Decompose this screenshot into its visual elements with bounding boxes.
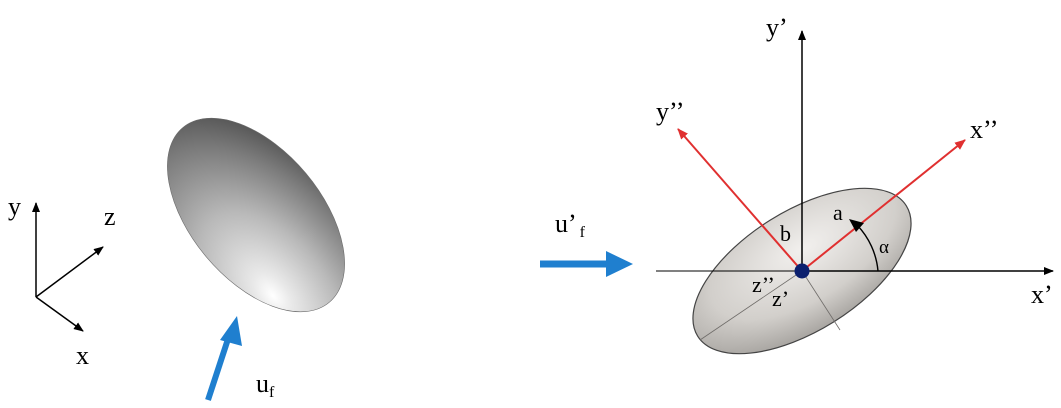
right-flow-arrow [540, 251, 633, 277]
right-angle-label: α [879, 237, 889, 258]
left-x-axis [35, 296, 84, 332]
right-x-prime-label: x’ [1031, 280, 1053, 309]
right-x-double-prime-axis [801, 139, 966, 272]
left-z-label: z [104, 202, 116, 231]
left-x-label: x [76, 341, 89, 370]
left-y-label: y [8, 192, 21, 221]
right-ellipsoid-back-line [699, 270, 803, 341]
left-ellipsoid [167, 117, 345, 313]
right-semi-major-label: a [833, 200, 843, 225]
right-angle-arrowhead [849, 219, 864, 232]
right-y-prime-label: y’ [766, 13, 788, 42]
right-flow-label: u’f [555, 209, 586, 241]
right-y-double-prime-label: y’’ [656, 97, 684, 126]
right-z-double-prime-label: z’’ [752, 272, 775, 297]
right-z-prime-label: z’ [772, 286, 789, 311]
left-z-axis [35, 246, 104, 298]
right-center-dot [794, 263, 810, 279]
right-angle-arc [856, 224, 879, 272]
right-y-double-prime-axis [677, 128, 803, 272]
left-flow-arrow [205, 316, 242, 401]
right-semi-minor-label: b [780, 221, 791, 246]
left-panel: y z x uf [8, 117, 345, 401]
right-ellipsoid-minor-line [801, 270, 841, 331]
left-flow-label: uf [256, 369, 275, 401]
left-axes: y z x [8, 192, 116, 370]
right-panel: u’f y’ x’ x’’ y’’ z’’ z’ a b α [540, 13, 1054, 355]
right-x-double-prime-label: x’’ [970, 115, 998, 144]
